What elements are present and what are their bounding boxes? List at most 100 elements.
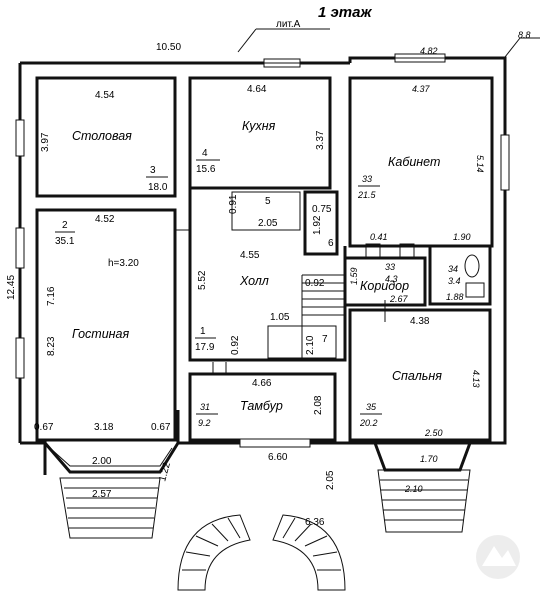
hall-area: 17.9 — [195, 342, 215, 353]
corner-mark: 8.8 — [518, 30, 531, 40]
bedroom-height: 4.13 — [471, 370, 481, 388]
vestibule-number: 31 — [200, 402, 210, 412]
room-office — [348, 76, 494, 248]
living-width: 4.52 — [95, 214, 115, 225]
dining-width: 4.54 — [95, 90, 115, 101]
room34-area: 3.4 — [448, 276, 461, 286]
office-top-width: 4.82 — [420, 46, 438, 56]
toilet-icon — [464, 254, 480, 278]
dining-area: 18.0 — [148, 182, 168, 193]
bay-front-dim: 2.00 — [92, 456, 112, 467]
plan-title: 1 этаж — [318, 4, 372, 21]
room6-width: 0.75 — [312, 204, 332, 215]
small-dim-b: 1.90 — [453, 232, 471, 242]
vestibule-height: 2.08 — [313, 395, 324, 415]
kitchen-name: Кухня — [242, 119, 276, 133]
room-hall — [188, 188, 347, 362]
dining-height: 3.97 — [40, 132, 51, 152]
right-bay-width-dim: 2.10 — [404, 484, 423, 494]
room5-height: 0.91 — [228, 194, 239, 214]
office-width: 4.37 — [412, 84, 431, 94]
fixture-a — [365, 243, 381, 259]
living-name: Гостиная — [72, 327, 129, 341]
stairs-width-dim: 6.36 — [305, 517, 325, 528]
dining-name: Столовая — [72, 129, 132, 143]
window-right-office — [500, 134, 510, 191]
room-bedroom — [348, 308, 492, 442]
room5-number: 5 — [265, 196, 271, 207]
left-height-dim: 12.45 — [6, 275, 17, 300]
fixture-b — [399, 243, 415, 259]
corridor-area: 4.3 — [385, 274, 398, 284]
window-left-dining — [15, 119, 25, 157]
corner-leader — [504, 37, 521, 58]
vestibule-name: Тамбур — [240, 399, 283, 413]
room34-number: 34 — [448, 264, 458, 274]
office-height: 5.14 — [475, 155, 485, 173]
room6-number: 6 — [328, 238, 334, 249]
vestibule-width: 4.66 — [252, 378, 272, 389]
room-kitchen — [188, 76, 332, 190]
room34-width: 1.88 — [446, 292, 464, 302]
stairs-left — [59, 477, 161, 539]
room5-width: 2.05 — [258, 218, 278, 229]
dining-number: 3 — [150, 165, 156, 176]
bay-diag-dim: 1.22 — [157, 461, 173, 483]
hall-height: 5.52 — [197, 270, 208, 290]
living-area: 35.1 — [55, 236, 75, 247]
hall-name: Холл — [239, 274, 269, 288]
window-left-living-2 — [15, 337, 25, 379]
bedroom-number: 35 — [366, 402, 377, 412]
bedroom-inner-dim: 2.50 — [424, 428, 443, 438]
room-34 — [428, 244, 492, 306]
watermark-logo — [476, 535, 520, 579]
room-dining — [35, 76, 177, 198]
kitchen-height: 3.37 — [315, 130, 326, 150]
living-height-2: 8.23 — [46, 336, 57, 356]
kitchen-number: 4 — [202, 148, 208, 159]
living-ceiling: h=3.20 — [108, 258, 139, 269]
bedroom-area: 20.2 — [359, 418, 378, 428]
bay-mid-dim: 3.18 — [94, 422, 114, 433]
hall-low-dim: 0.92 — [230, 335, 241, 355]
room6-height: 1.92 — [312, 215, 323, 235]
room7-height: 2.10 — [305, 335, 316, 355]
bay-left — [43, 442, 180, 474]
kitchen-width: 4.64 — [247, 84, 267, 95]
living-height-1: 7.16 — [46, 286, 57, 306]
room-living — [35, 208, 177, 442]
bedroom-name: Спальня — [392, 369, 442, 383]
room7-number: 7 — [322, 334, 328, 345]
bay-right-dim: 0.67 — [151, 422, 171, 433]
window-left-living-1 — [15, 227, 25, 269]
hall-width: 4.55 — [240, 250, 260, 261]
top-width-dim: 10.50 — [156, 42, 181, 53]
office-area: 21.5 — [357, 190, 377, 200]
corridor-side-dim: 1.59 — [349, 267, 359, 285]
corridor-number: 33 — [385, 262, 395, 272]
bay-left-dim: 0.67 — [34, 422, 54, 433]
front-stairs — [177, 514, 346, 591]
office-name: Кабинет — [388, 155, 440, 169]
corridor-width: 2.67 — [389, 294, 409, 304]
hall-number: 1 — [200, 326, 206, 337]
office-number: 33 — [362, 174, 372, 184]
room7-width: 1.05 — [270, 312, 290, 323]
window-vestibule — [239, 438, 311, 448]
stairs-right — [377, 469, 471, 533]
stair-treads — [301, 274, 345, 358]
living-number: 2 — [62, 220, 68, 231]
front-width-dim: 6.60 — [268, 452, 288, 463]
building-label: лит.А — [276, 19, 301, 30]
kitchen-area: 15.6 — [196, 164, 216, 175]
label-leader — [237, 28, 257, 53]
room-5 — [231, 191, 301, 231]
right-bay-front-dim: 1.70 — [420, 454, 438, 464]
bedroom-width: 4.38 — [410, 316, 430, 327]
corridor-name: Коридор — [360, 279, 409, 293]
porch-width-dim: 2.57 — [92, 489, 112, 500]
sink-icon — [465, 282, 485, 298]
porch-depth-dim: 2.05 — [325, 470, 336, 490]
room-6 — [303, 190, 339, 256]
